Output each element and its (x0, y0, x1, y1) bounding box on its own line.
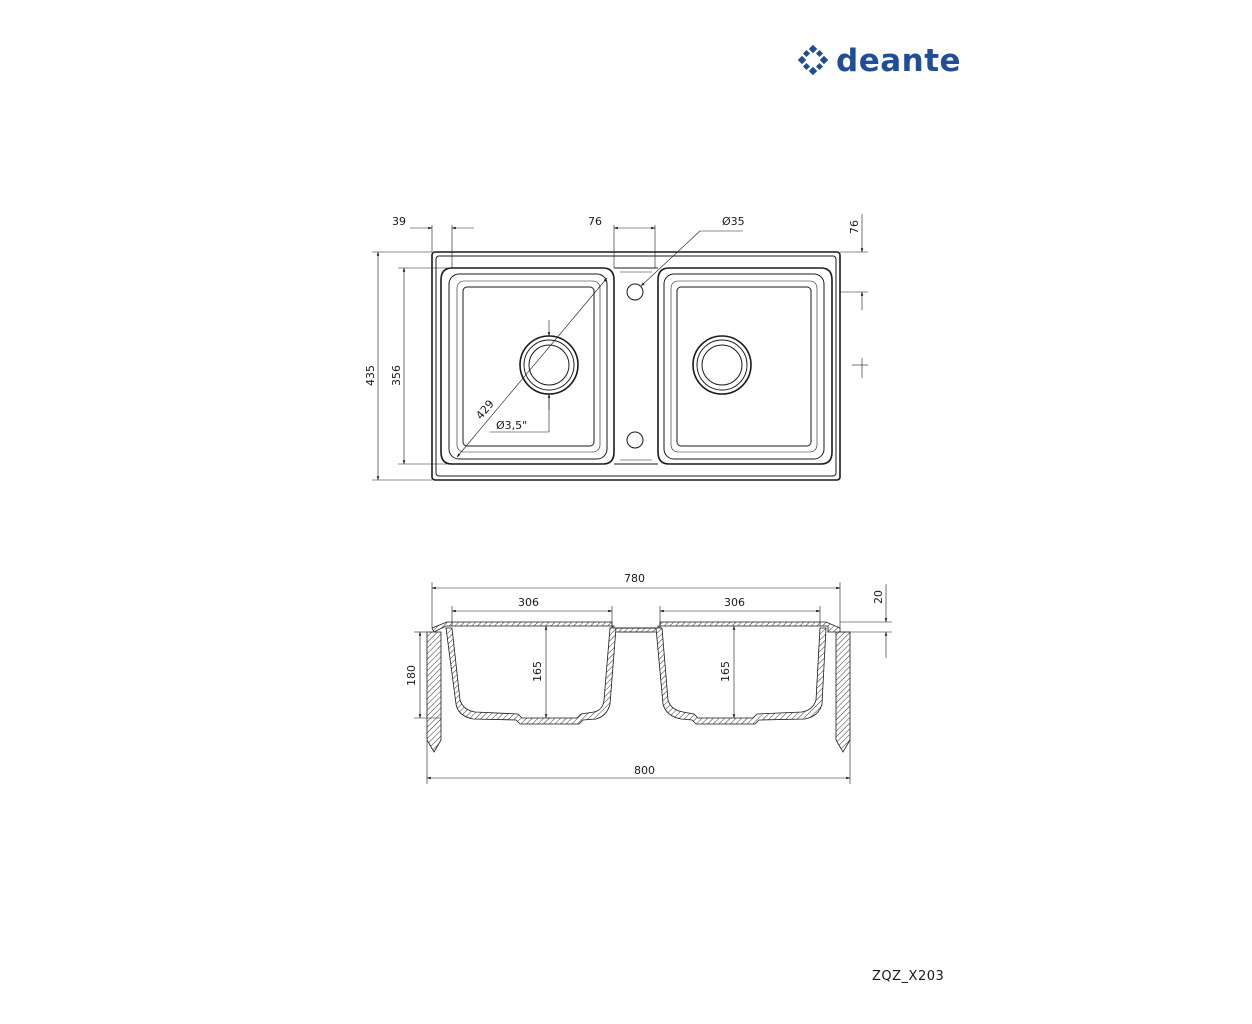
dim-drain: Ø3,5" (496, 419, 527, 432)
dim-total-height: 180 (405, 665, 418, 686)
dim-tap-hole: Ø35 (722, 215, 745, 228)
product-code: ZQZ_X203 (872, 969, 944, 984)
drain-left (519, 335, 579, 395)
dim-right-offset: 76 (848, 220, 861, 234)
dim-inner-width: 780 (624, 572, 645, 585)
dim-tap-spacing: 76 (588, 215, 602, 228)
dim-bowl-depth-left: 165 (531, 661, 544, 682)
top-view: 39 76 Ø35 76 435 356 429 Ø3,5" (364, 214, 868, 481)
deante-logo-icon (797, 44, 829, 76)
brand-name: deante (836, 43, 961, 79)
tap-hole-bottom (626, 431, 644, 449)
dim-overall-width: 800 (634, 764, 655, 777)
dim-bowl-depth: 356 (390, 365, 403, 386)
dim-bowl-width-left: 306 (518, 596, 539, 609)
dim-rim-height: 20 (872, 590, 885, 604)
tap-hole-top (626, 283, 644, 301)
dim-overall-depth: 435 (364, 365, 377, 386)
dim-diagonal: 429 (473, 397, 496, 421)
drain-right (692, 335, 752, 395)
brand-logo: deante (797, 43, 961, 79)
dim-bowl-depth-right: 165 (719, 661, 732, 682)
dim-bowl-width-right: 306 (724, 596, 745, 609)
dim-edge-offset: 39 (392, 215, 406, 228)
side-view: 780 306 306 20 180 165 165 800 (405, 572, 892, 784)
